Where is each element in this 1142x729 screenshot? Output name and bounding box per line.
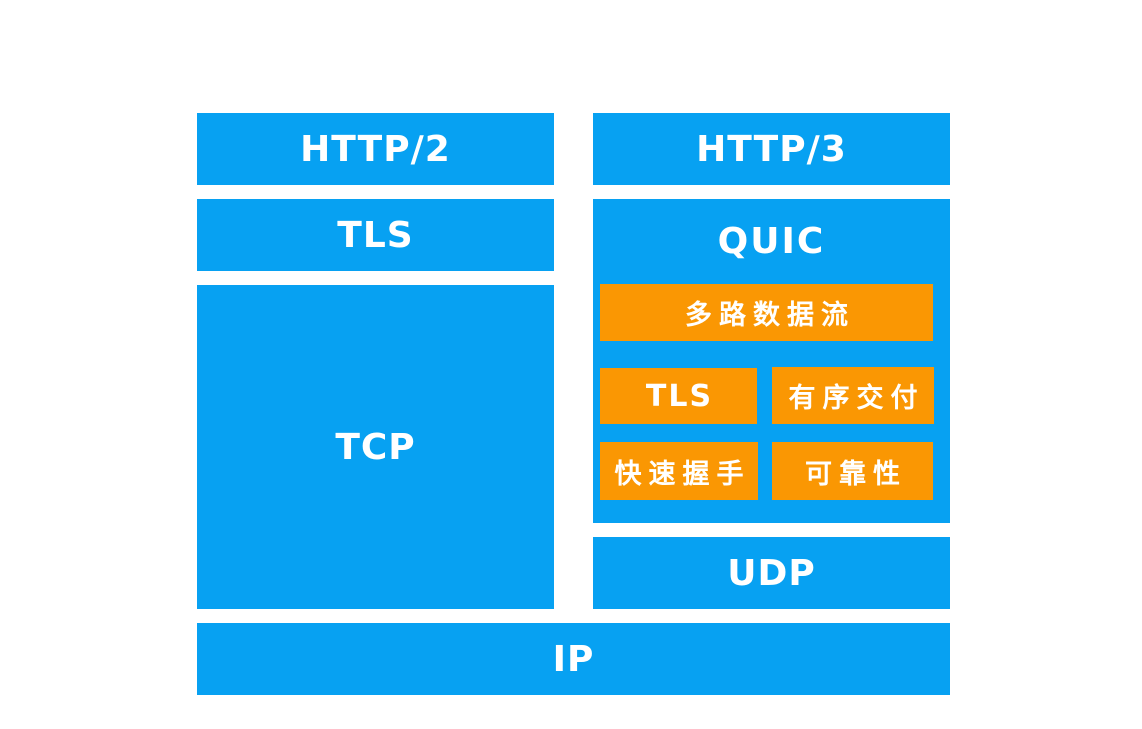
ip-label: IP [552,638,595,680]
quic-feature-fast-handshake: 快速握手 [600,442,758,500]
http3-label: HTTP/3 [696,128,847,170]
reliability-label: 可靠性 [805,458,907,490]
tls-box: TLS [197,199,554,271]
quic-feature-ordered-delivery: 有序交付 [772,367,934,424]
quic-feature-tls: TLS [600,368,757,424]
http2-box: HTTP/2 [197,113,554,185]
http3-box: HTTP/3 [593,113,950,185]
quic-feature-multiplexed-streams: 多路数据流 [600,284,933,341]
tcp-box: TCP [197,285,554,609]
ordered-delivery-label: 有序交付 [788,383,925,414]
tls-label: TLS [337,214,414,256]
quic-feature-reliability: 可靠性 [772,442,933,500]
fast-handshake-label: 快速握手 [614,458,751,490]
http2-label: HTTP/2 [300,128,451,170]
ip-box: IP [197,623,950,695]
udp-label: UDP [727,552,816,594]
quic-tls-label: TLS [645,378,714,414]
quic-box: QUIC 多路数据流 TLS 有序交付 快速握手 可靠性 [593,199,950,523]
tcp-label: TCP [335,426,416,468]
quic-label: QUIC [717,220,826,262]
multiplexed-streams-label: 多路数据流 [685,300,855,331]
udp-box: UDP [593,537,950,609]
